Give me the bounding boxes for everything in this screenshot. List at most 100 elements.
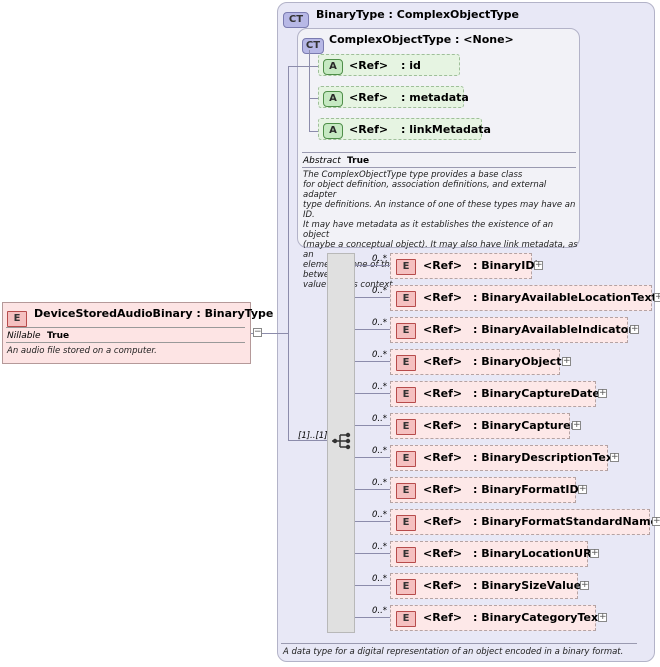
element-icon: E: [396, 547, 416, 563]
child-connector: [355, 265, 390, 266]
description-line: type definitions. An instance of one of …: [303, 200, 576, 220]
attribute-icon: A: [323, 91, 343, 107]
child-cardinality: 0..*: [372, 478, 388, 488]
child-cardinality: 0..*: [372, 286, 388, 296]
child-ref-label: <Ref>: [423, 419, 463, 432]
child-element-ref[interactable]: E <Ref> : BinaryLocationURI: [390, 541, 596, 567]
expand-toggle[interactable]: +: [652, 516, 660, 526]
nillable-label: Nillable: [7, 331, 41, 341]
divider: [281, 643, 637, 644]
element-badge: E: [7, 306, 27, 327]
expand-toggle[interactable]: +: [654, 293, 660, 302]
child-ref-label: <Ref>: [423, 611, 463, 624]
child-element-ref[interactable]: E <Ref> : BinaryAvailableLocationText: [390, 285, 657, 311]
expand-toggle[interactable]: +: [572, 420, 581, 430]
child-connector: [355, 489, 390, 490]
element-icon: E: [396, 355, 416, 371]
element-icon: E: [396, 451, 416, 467]
child-connector: [355, 393, 390, 394]
child-cardinality: 0..*: [372, 350, 388, 360]
child-connector: [355, 585, 390, 586]
main-element-description: An audio file stored on a computer.: [7, 346, 157, 356]
child-cardinality: 0..*: [372, 446, 388, 456]
child-cardinality: 0..*: [372, 318, 388, 328]
child-element-name: : BinaryCaptureDate: [473, 387, 600, 400]
main-element-title: DeviceStoredAudioBinary : BinaryType: [34, 307, 274, 320]
attribute-ref-id[interactable]: A <Ref> : id: [318, 54, 460, 76]
attribute-connector: [309, 98, 318, 99]
child-element-ref[interactable]: E <Ref> : BinaryAvailableIndicator: [390, 317, 634, 343]
sequence-icon: [332, 432, 351, 450]
abstract-label: Abstract: [303, 156, 341, 166]
child-connector: [355, 297, 390, 298]
attribute-ref-metadata[interactable]: A <Ref> : metadata: [318, 86, 469, 108]
expand-toggle[interactable]: +: [578, 484, 587, 494]
description-line: The ComplexObjectType type provides a ba…: [303, 170, 523, 180]
expand-toggle[interactable]: +: [598, 388, 607, 398]
element-icon: E: [396, 323, 416, 339]
connector: [262, 333, 288, 334]
child-cardinality: 0..*: [372, 382, 388, 392]
child-element-ref[interactable]: E<Ref>: BinaryID: [390, 253, 534, 279]
expand-toggle[interactable]: +: [580, 580, 589, 590]
attribute-ref-linkmetadata[interactable]: A <Ref> : linkMetadata: [318, 118, 491, 140]
child-element-name: : BinaryAvailableLocationText: [473, 291, 657, 304]
child-ref-label: <Ref>: [423, 515, 463, 528]
child-ref-label: <Ref>: [423, 451, 463, 464]
expand-toggle[interactable]: +: [562, 356, 571, 366]
expand-toggle[interactable]: +: [534, 260, 543, 270]
description-line: It may have metadata as it establishes t…: [303, 220, 554, 240]
child-element-name: : BinaryObject: [473, 355, 562, 368]
child-element-ref[interactable]: E<Ref>: BinaryFormatID: [390, 477, 579, 503]
child-ref-label: <Ref>: [423, 483, 463, 496]
child-ref-label: <Ref>: [423, 547, 463, 560]
connector: [288, 66, 289, 440]
description-line: for object definition, association defin…: [303, 180, 547, 200]
attribute-icon: A: [323, 59, 343, 75]
sequence-bar: [327, 253, 355, 633]
attribute-connector: [309, 50, 310, 132]
child-element-ref[interactable]: E<Ref>: BinarySizeValue: [390, 573, 581, 599]
attribute-name: : metadata: [401, 91, 469, 104]
child-cardinality: 0..*: [372, 606, 388, 616]
child-ref-label: <Ref>: [423, 387, 463, 400]
child-ref-label: <Ref>: [423, 579, 463, 592]
child-cardinality: 0..*: [372, 254, 388, 264]
base-type-title: ComplexObjectType : <None>: [329, 33, 514, 46]
child-element-ref[interactable]: E <Ref> : BinaryCaptureDate: [390, 381, 600, 407]
child-connector: [355, 457, 390, 458]
divider: [6, 342, 245, 343]
element-icon: E: [396, 579, 416, 595]
child-ref-label: <Ref>: [423, 291, 463, 304]
attribute-ref-label: <Ref>: [349, 59, 389, 72]
child-element-name: : BinaryAvailableIndicator: [473, 323, 634, 336]
child-element-name: : BinaryCategoryText: [473, 611, 604, 624]
element-icon: E: [396, 387, 416, 403]
expand-toggle[interactable]: +: [610, 452, 619, 462]
child-cardinality: 0..*: [372, 510, 388, 520]
child-element-ref[interactable]: E<Ref>: BinaryCapturer: [390, 413, 576, 439]
child-ref-label: <Ref>: [423, 323, 463, 336]
main-element-box[interactable]: [2, 302, 251, 364]
expand-toggle[interactable]: +: [598, 612, 607, 622]
nillable-value: True: [47, 331, 70, 341]
divider: [302, 152, 576, 153]
child-connector: [355, 361, 390, 362]
abstract-value: True: [347, 156, 370, 166]
child-element-ref[interactable]: E<Ref>: BinaryDescriptionText: [390, 445, 618, 471]
expand-toggle[interactable]: +: [590, 548, 599, 558]
collapse-toggle[interactable]: −: [253, 327, 262, 337]
divider: [302, 167, 576, 168]
child-element-ref[interactable]: E<Ref>: BinaryCategoryText: [390, 605, 603, 631]
element-icon: E: [396, 291, 416, 307]
divider: [6, 327, 245, 328]
child-element-ref[interactable]: E <Ref> : BinaryObject: [390, 349, 562, 375]
child-element-name: : BinaryLocationURI: [473, 547, 596, 560]
element-icon: E: [396, 483, 416, 499]
element-icon: E: [396, 419, 416, 435]
child-element-ref[interactable]: E<Ref>: BinaryFormatStandardName: [390, 509, 658, 535]
child-cardinality: 0..*: [372, 542, 388, 552]
child-ref-label: <Ref>: [423, 355, 463, 368]
expand-toggle[interactable]: +: [630, 324, 639, 334]
child-cardinality: 0..*: [372, 414, 388, 424]
